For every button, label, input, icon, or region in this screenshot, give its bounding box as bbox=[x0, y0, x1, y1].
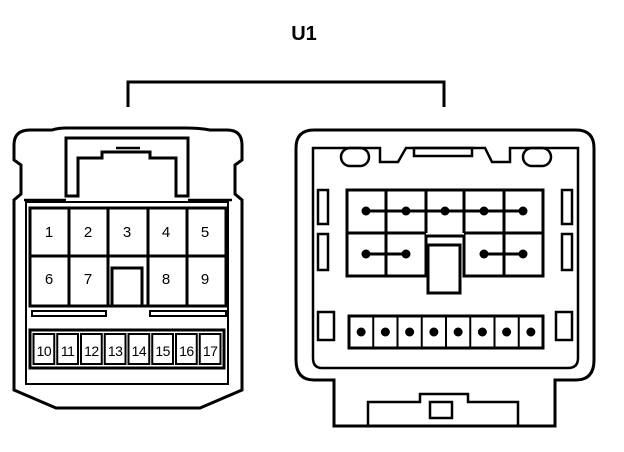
pin-cell-17 bbox=[198, 333, 222, 365]
right-inner-frame bbox=[311, 146, 580, 370]
right-bottom-dot bbox=[380, 327, 390, 337]
pin-label-11: 11 bbox=[61, 343, 75, 359]
pin-cell-16 bbox=[175, 333, 198, 365]
pin-label-9: 9 bbox=[201, 271, 209, 288]
pin-cell-11 bbox=[56, 333, 79, 365]
pin-label-16: 16 bbox=[179, 343, 194, 359]
right-right-ear bbox=[521, 146, 553, 168]
left-middle-pin-labels: 6 7 8 9 bbox=[45, 271, 209, 288]
right-bottom-dot bbox=[477, 327, 487, 337]
left-lower-pin-labels: 10 11 12 13 14 15 16 17 bbox=[37, 343, 219, 359]
pin-label-1: 1 bbox=[45, 224, 53, 241]
left-lower-row-frame bbox=[28, 328, 226, 370]
pin-label-14: 14 bbox=[132, 343, 147, 359]
pin-label-6: 6 bbox=[45, 271, 53, 288]
diagram-title: U1 bbox=[291, 23, 317, 45]
left-rail-left bbox=[31, 310, 107, 317]
right-left-corner-block bbox=[316, 310, 336, 342]
pin-label-5: 5 bbox=[201, 224, 209, 241]
pin-cell-10 bbox=[32, 333, 56, 365]
left-pin-grid bbox=[28, 206, 228, 308]
pin-label-3: 3 bbox=[123, 224, 131, 241]
pin-label-15: 15 bbox=[155, 343, 170, 359]
right-top-latch bbox=[412, 146, 474, 158]
right-connector-housing bbox=[294, 128, 596, 428]
left-lower-pin-row bbox=[28, 328, 226, 370]
right-connector bbox=[294, 128, 596, 428]
pin-label-4: 4 bbox=[162, 224, 170, 241]
right-bottom-latch-tab bbox=[428, 400, 454, 420]
pin-label-7: 7 bbox=[84, 271, 92, 288]
right-bottom-latch bbox=[366, 392, 520, 426]
left-cavity-frame bbox=[25, 201, 229, 385]
right-left-slot-upper bbox=[316, 188, 330, 226]
right-bottom-dot bbox=[526, 327, 536, 337]
right-key-slot bbox=[426, 243, 462, 295]
right-bottom-dot bbox=[405, 327, 415, 337]
left-upper-pin-labels: 1 2 3 4 5 bbox=[45, 224, 209, 241]
left-latch bbox=[64, 136, 190, 198]
right-bottom-dot bbox=[453, 327, 463, 337]
pin-cell-15 bbox=[151, 333, 174, 365]
left-connector bbox=[12, 126, 244, 410]
right-right-corner-block bbox=[554, 310, 574, 342]
right-bottom-pin-row bbox=[347, 314, 545, 350]
right-bottom-dot bbox=[429, 327, 439, 337]
right-pin-dots bbox=[361, 206, 528, 259]
pin-label-13: 13 bbox=[108, 343, 123, 359]
left-rail-right bbox=[149, 310, 227, 317]
left-key-slot bbox=[110, 266, 144, 308]
right-pin-grid bbox=[345, 188, 545, 278]
right-left-ear bbox=[339, 146, 371, 168]
right-bottom-dot bbox=[356, 327, 366, 337]
right-right-slot-lower bbox=[560, 232, 574, 272]
right-bottom-dot bbox=[502, 327, 512, 337]
u1-bracket bbox=[126, 80, 446, 107]
right-left-slot-lower bbox=[316, 232, 330, 272]
pin-cell-12 bbox=[80, 333, 103, 365]
pin-cell-14 bbox=[127, 333, 151, 365]
pin-label-12: 12 bbox=[84, 343, 99, 359]
pin-label-10: 10 bbox=[37, 343, 52, 359]
pin-label-8: 8 bbox=[162, 271, 170, 288]
pin-cell-13 bbox=[103, 333, 127, 365]
left-connector-housing bbox=[12, 126, 244, 410]
right-right-slot-upper bbox=[560, 188, 574, 226]
pin-label-17: 17 bbox=[203, 343, 218, 359]
pin-label-2: 2 bbox=[84, 224, 92, 241]
